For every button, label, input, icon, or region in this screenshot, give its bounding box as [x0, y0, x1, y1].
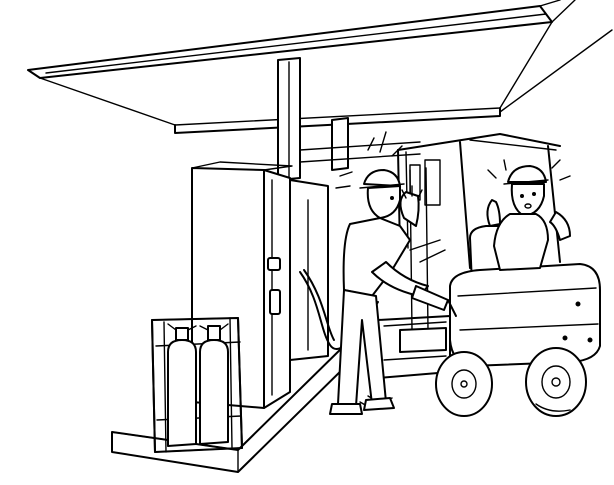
- canopy-column: [277, 57, 349, 181]
- forklift-rear-wheel: [525, 347, 587, 417]
- forklift: [359, 133, 601, 417]
- gas-cylinder-cage: [151, 317, 243, 453]
- station-attendant-figure: [329, 169, 457, 415]
- alert-burst-icon: [335, 131, 403, 189]
- canopy-roof: [27, 0, 613, 134]
- fuel-dispenser: [191, 161, 379, 409]
- forklift-front-wheel: [435, 351, 493, 417]
- counterweight-bolts: [562, 301, 593, 343]
- forklift-driver-figure: [486, 159, 571, 271]
